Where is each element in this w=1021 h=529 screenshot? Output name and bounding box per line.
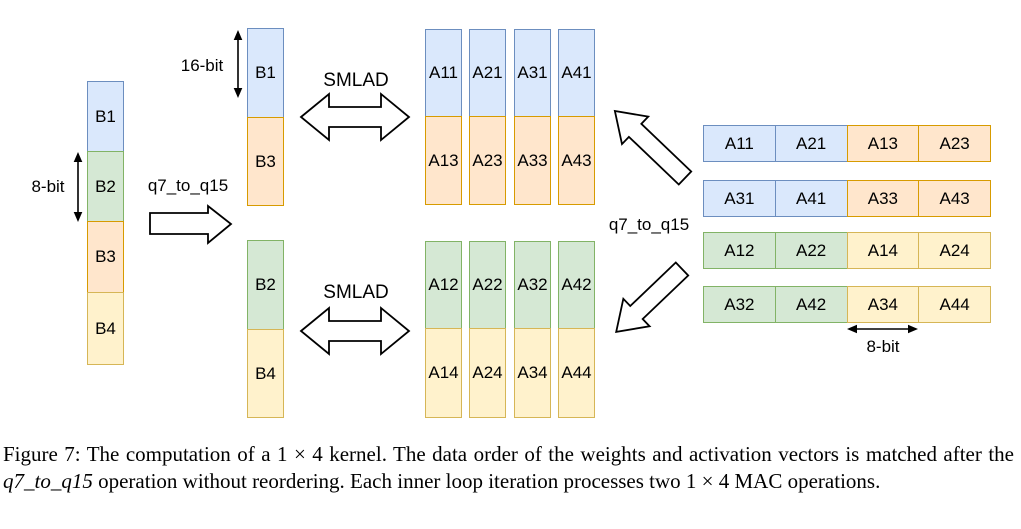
q7-to-q15-arrow-upper-right [613, 109, 693, 186]
activation-cell-col-a33: A33 [514, 116, 551, 205]
label-q7-to-q15-left: q7_to_q15 [147, 176, 229, 195]
activation-cell-col-a21: A21 [469, 29, 506, 117]
activation-row-4: A32 A42 A34 A44 [703, 286, 991, 323]
activation-cell-row-a21: A21 [774, 125, 848, 162]
activation-cell-col-a32: A32 [514, 241, 551, 329]
label-smlad-bottom: SMLAD [323, 282, 389, 303]
activation-cell-row-a42: A42 [774, 286, 848, 323]
activation-cell-row-a44: A44 [918, 286, 991, 323]
q7-to-q15-arrow-left [149, 204, 233, 245]
label-8bit-weights: 8-bit [31, 177, 65, 196]
activation-cell-row-a14: A14 [846, 232, 920, 269]
activation-cell-col-a12: A12 [425, 241, 462, 329]
label-smlad-top: SMLAD [323, 70, 389, 91]
measure-arrow-16bit [233, 30, 243, 98]
activation-cell-col-a34: A34 [514, 328, 551, 418]
activation-cell-row-a23: A23 [918, 125, 991, 162]
activation-row-3: A12 A22 A14 A24 [703, 232, 991, 269]
activation-cell-row-a24: A24 [918, 232, 991, 269]
activation-cell-row-a32: A32 [703, 286, 776, 323]
activation-cell-row-a43: A43 [918, 180, 991, 217]
activation-cell-row-a41: A41 [774, 180, 848, 217]
activation-cell-col-a41: A41 [558, 29, 595, 117]
activation-cell-col-a13: A13 [425, 116, 462, 205]
label-q7-to-q15-right: q7_to_q15 [608, 215, 690, 234]
weight-cell-expanded-b4: B4 [247, 329, 284, 418]
arrow-layer [73, 30, 918, 356]
activation-cell-col-a22: A22 [469, 241, 506, 329]
q7-to-q15-arrow-lower-right [615, 261, 690, 333]
activation-cell-col-a43: A43 [558, 116, 595, 205]
activation-cell-col-a14: A14 [425, 328, 462, 418]
activation-row-2: A31 A41 A33 A43 [703, 180, 991, 217]
weight-cell-packed-b3: B3 [87, 221, 124, 293]
activation-cell-row-a12: A12 [703, 232, 776, 269]
weight-cell-expanded-b2: B2 [247, 240, 284, 330]
activation-cell-row-a33: A33 [846, 180, 920, 217]
activation-cell-col-a31: A31 [514, 29, 551, 117]
activation-cell-col-a23: A23 [469, 116, 506, 205]
activation-cell-row-a22: A22 [774, 232, 848, 269]
weight-cell-expanded-b3: B3 [247, 117, 284, 206]
measure-arrow-8bit-weights [73, 152, 83, 222]
caption-text-before: Figure 7: The computation of a 1 × 4 ker… [3, 442, 1014, 466]
weight-cell-packed-b2: B2 [87, 151, 124, 223]
weight-cell-expanded-b1: B1 [247, 28, 284, 118]
label-16bit: 16-bit [180, 56, 224, 75]
activation-cell-col-a42: A42 [558, 241, 595, 329]
smlad-double-arrow-bottom [299, 306, 411, 356]
activation-cell-row-a11: A11 [703, 125, 776, 162]
activation-row-1: A11 A21 A13 A23 [703, 125, 991, 162]
caption-italic-term: q7_to_q15 [3, 469, 93, 493]
smlad-double-arrow-top [299, 92, 411, 142]
label-8bit-activations: 8-bit [866, 337, 900, 356]
weight-cell-packed-b1: B1 [87, 81, 124, 152]
activation-cell-row-a34: A34 [846, 286, 920, 323]
caption-text-after: operation without reordering. Each inner… [92, 469, 881, 493]
activation-cell-col-a24: A24 [469, 328, 506, 418]
figure-caption: Figure 7: The computation of a 1 × 4 ker… [3, 441, 1014, 495]
activation-cell-row-a13: A13 [846, 125, 920, 162]
activation-cell-col-a11: A11 [425, 29, 462, 117]
activation-cell-col-a44: A44 [558, 328, 595, 418]
measure-arrow-8bit-activations [847, 324, 918, 334]
activation-cell-row-a31: A31 [703, 180, 776, 217]
weight-cell-packed-b4: B4 [87, 292, 124, 365]
